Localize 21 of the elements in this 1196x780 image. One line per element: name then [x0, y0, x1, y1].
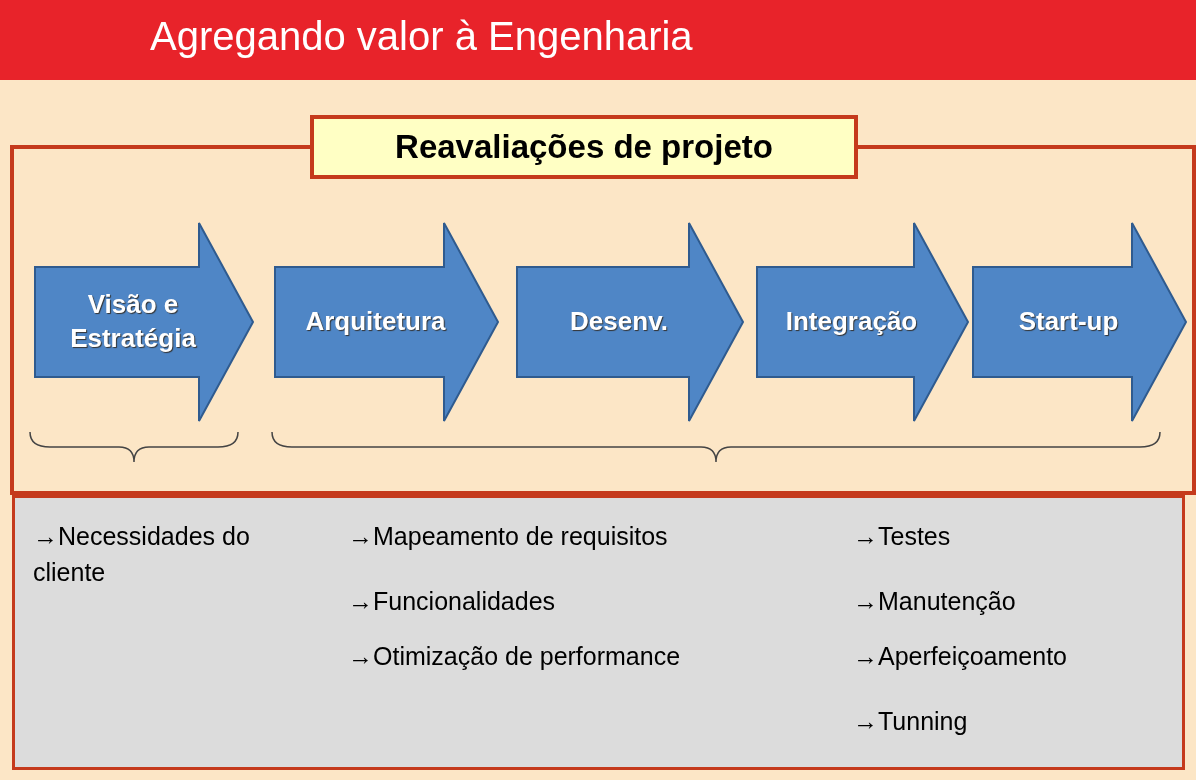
stage-label: Integração [784, 305, 919, 339]
stage-label: Desenv. [569, 305, 669, 339]
process-step [516, 222, 744, 422]
list-item: →Aperfeiçoamento [853, 641, 1068, 672]
stage-label: Visão e Estratégia [69, 288, 197, 355]
stage-label: Arquitetura [304, 305, 447, 339]
list-item: →Necessidades do cliente [33, 521, 251, 589]
list-item: →Testes [853, 521, 952, 552]
list-item: →Tunning [853, 706, 969, 737]
list-item: →Funcionalidades [348, 586, 557, 617]
process-step [756, 222, 969, 422]
process-step [274, 222, 499, 422]
list-item: →Mapeamento de requisitos [348, 521, 669, 552]
process-step [34, 222, 254, 422]
list-item: →Manutenção [853, 586, 1017, 617]
stage-label: Start-up [1017, 305, 1120, 339]
list-item: →Otimização de performance [348, 641, 682, 672]
list-panel [12, 495, 1185, 770]
process-step [972, 222, 1187, 422]
section-heading: Reavaliações de projeto [310, 115, 858, 179]
slide-title: Agregando valor à Engenharia [150, 14, 693, 59]
